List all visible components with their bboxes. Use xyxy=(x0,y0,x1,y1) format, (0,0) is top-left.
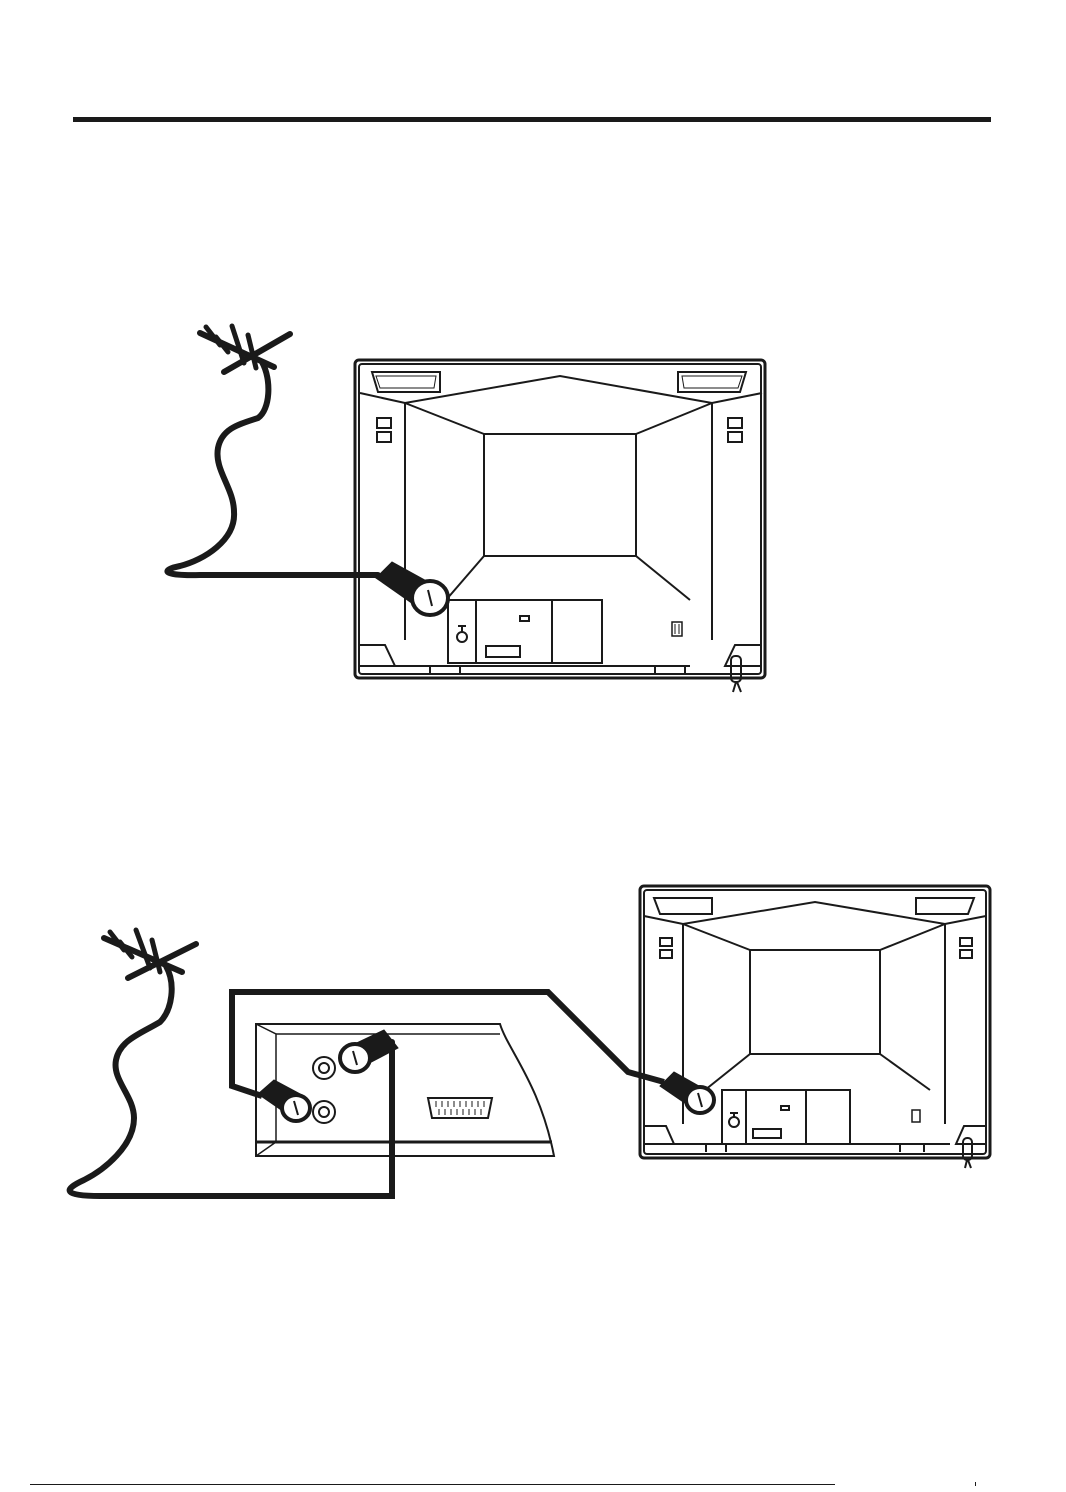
vcr-to-tv-cable xyxy=(232,992,664,1096)
tv-rear-panel xyxy=(640,886,990,1168)
rf-plug xyxy=(258,1080,310,1121)
figure-antenna-vcr-tv xyxy=(70,886,990,1196)
rf-plug xyxy=(376,562,448,615)
antenna-icon xyxy=(104,930,196,978)
tv-rear-panel xyxy=(355,360,765,692)
rf-plug xyxy=(660,1072,714,1113)
footer-tick xyxy=(975,1482,976,1486)
footer-rule xyxy=(30,1484,835,1485)
antenna-icon xyxy=(200,326,290,372)
vcr-rear-panel xyxy=(256,1024,554,1156)
figure-antenna-to-tv xyxy=(167,326,765,692)
antenna-cable xyxy=(167,362,378,575)
